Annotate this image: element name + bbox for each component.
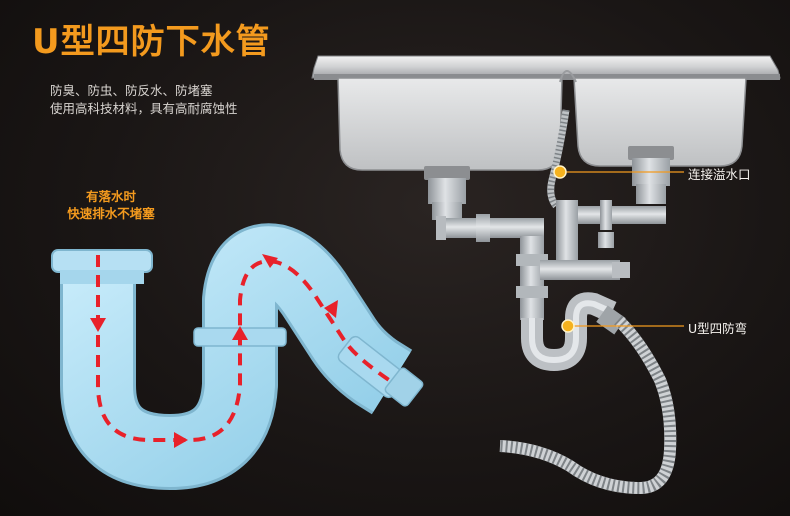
page-title: U型四防下水管 xyxy=(32,22,271,62)
callout-ubend-label: U型四防弯 xyxy=(688,321,748,336)
flow-note: 有落水时 快速排水不堵塞 xyxy=(56,188,166,222)
callout-overflow xyxy=(553,165,684,179)
drain-plumbing xyxy=(436,200,677,495)
callout-ubend xyxy=(561,319,684,333)
feature-line-1: 防臭、防虫、防反水、防堵塞 xyxy=(50,83,213,98)
right-drain xyxy=(628,146,674,204)
flow-note-line-1: 有落水时 xyxy=(85,189,136,204)
left-drain xyxy=(424,166,470,220)
callout-overflow-label: 连接溢水口 xyxy=(688,167,751,182)
flow-note-line-2: 快速排水不堵塞 xyxy=(67,206,155,221)
feature-line-2: 使用高科技材料，具有高耐腐蚀性 xyxy=(50,101,238,116)
flow-arrows xyxy=(90,254,394,448)
sink xyxy=(311,55,781,171)
